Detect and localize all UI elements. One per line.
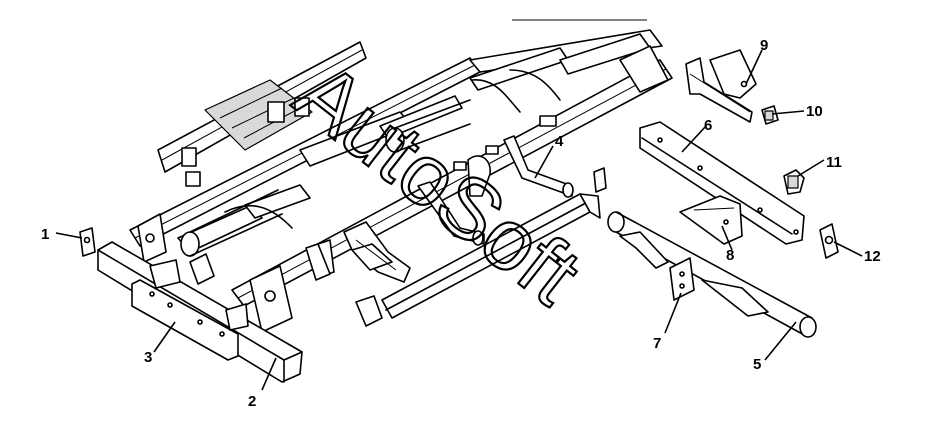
- part-3-front-plate: [131, 259, 249, 361]
- callout-12: 12: [864, 248, 881, 265]
- part-9-rear-bracket: [685, 49, 757, 123]
- callout-1: 1: [41, 226, 49, 243]
- callout-2: 2: [248, 393, 256, 410]
- rear-bumper-bar: [355, 193, 601, 327]
- part-2-bumper-beam: [97, 241, 303, 383]
- callout-9: 9: [760, 37, 768, 54]
- centre-mount-brackets: [305, 221, 411, 283]
- leader-lines: [55, 49, 863, 391]
- callout-8: 8: [726, 247, 734, 264]
- callout-10: 10: [806, 103, 823, 120]
- callout-3: 3: [144, 349, 152, 366]
- part-5-axle-tube: [607, 211, 817, 338]
- part-1-small-bracket: [79, 227, 96, 257]
- part-12-end-plate: [819, 223, 839, 259]
- part-8-bracket: [679, 195, 743, 245]
- callout-11: 11: [826, 154, 842, 171]
- part-4-brace-arm: [417, 135, 607, 246]
- callout-5: 5: [753, 356, 761, 373]
- callout-6: 6: [704, 117, 712, 134]
- part-6-rail-section: [639, 121, 805, 245]
- callout-7: 7: [653, 335, 661, 352]
- chassis-frame: [129, 19, 673, 333]
- callout-4: 4: [555, 133, 564, 150]
- callout-numbers: 1 2 3 4 5 6 7 8 9 10 11 12: [41, 37, 881, 410]
- part-10-nut: [761, 105, 779, 125]
- part-7-gusset-plate: [669, 257, 695, 301]
